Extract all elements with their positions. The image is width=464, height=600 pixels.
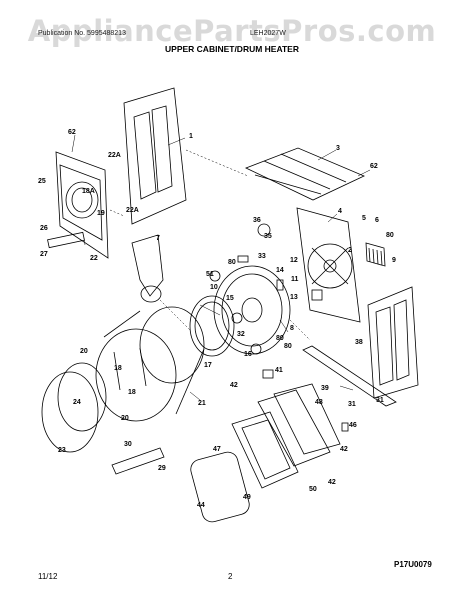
label-31-right: 31 [348, 401, 356, 408]
label-20-top: 20 [80, 348, 88, 355]
part-32 [231, 312, 243, 324]
page-number: 2 [228, 572, 233, 581]
label-80-heater: 80 [228, 259, 236, 266]
part-seal-ring [189, 295, 235, 357]
part-14 [276, 279, 284, 291]
label-19: 19 [97, 210, 105, 217]
part-rear-panel [123, 87, 187, 225]
label-11: 11 [291, 276, 299, 283]
label-80-vent: 80 [386, 232, 394, 239]
part-36 [257, 223, 271, 237]
label-42-lower: 42 [328, 479, 336, 486]
label-22a-top: 22A [108, 152, 121, 159]
part-top-panel [244, 147, 365, 201]
label-47: 47 [213, 446, 221, 453]
part-bulkhead [296, 207, 361, 323]
part-gasket [190, 451, 250, 523]
watermark: AppliancePartsPros.com [27, 14, 437, 48]
label-38: 38 [355, 339, 363, 346]
label-48: 48 [315, 399, 323, 406]
label-42-mid: 42 [340, 446, 348, 453]
part-16 [250, 343, 262, 355]
label-33: 33 [258, 253, 266, 260]
label-18-upper: 18 [114, 365, 122, 372]
label-30: 30 [124, 441, 132, 448]
label-1: 1 [189, 133, 193, 140]
label-29: 29 [158, 465, 166, 472]
label-50: 50 [309, 486, 317, 493]
part-rail [302, 345, 397, 407]
footer-date: 11/12 [38, 572, 58, 581]
label-51: 51 [206, 271, 214, 278]
publication-number: Publication No. 5995488213 [38, 30, 126, 37]
label-12: 12 [290, 257, 298, 264]
part-bracket [47, 231, 85, 249]
label-4: 4 [338, 208, 342, 215]
label-24: 24 [73, 399, 81, 406]
part-46 [341, 422, 349, 432]
label-25: 25 [38, 178, 46, 185]
part-41 [262, 369, 274, 379]
model-number: LEH2027W [250, 30, 286, 37]
part-duct [131, 234, 164, 303]
label-23: 23 [58, 447, 66, 454]
figure-code: P17U0079 [394, 560, 432, 569]
label-6: 6 [375, 217, 379, 224]
label-44: 44 [197, 502, 205, 509]
label-41: 41 [275, 367, 283, 374]
part-drum [95, 306, 205, 422]
label-22a-side: 22A [126, 207, 139, 214]
label-21: 21 [198, 400, 206, 407]
label-62-top: 62 [370, 163, 378, 170]
publication-row: Publication No. 5995488213 LEH2027W [38, 30, 286, 37]
label-3: 3 [336, 145, 340, 152]
label-35: 35 [264, 233, 272, 240]
section-title: UPPER CABINET/DRUM HEATER [165, 44, 299, 54]
label-32: 32 [237, 331, 245, 338]
label-31-left: 31 [376, 397, 384, 404]
label-42-upper: 42 [230, 382, 238, 389]
label-22: 22 [90, 255, 98, 262]
label-17: 17 [204, 362, 212, 369]
part-filter-assembly [231, 383, 341, 489]
label-36: 36 [253, 217, 261, 224]
label-62-front: 62 [68, 129, 76, 136]
label-26: 26 [40, 225, 48, 232]
label-5: 5 [362, 215, 366, 222]
label-18-lower: 18 [128, 389, 136, 396]
label-14: 14 [276, 267, 284, 274]
part-51 [209, 270, 221, 282]
label-18a: 18A [82, 188, 95, 195]
label-15: 15 [226, 295, 234, 302]
label-49: 49 [243, 494, 251, 501]
part-baffle [111, 447, 165, 475]
label-13: 13 [290, 294, 298, 301]
label-20-bottom: 20 [121, 415, 129, 422]
label-27: 27 [40, 251, 48, 258]
part-front-panel [55, 151, 109, 259]
label-10: 10 [210, 284, 218, 291]
label-46: 46 [349, 422, 357, 429]
label-9: 9 [392, 257, 396, 264]
assembly-lines [109, 149, 311, 341]
label-7: 7 [156, 235, 160, 242]
label-2: 2 [348, 247, 352, 254]
part-33 [237, 255, 249, 263]
part-drum-rings [41, 362, 107, 453]
label-80-lower-a: 80 [276, 335, 284, 342]
part-side-panel [367, 286, 419, 399]
leader-lines [71, 134, 371, 401]
part-vent-grille [365, 242, 386, 267]
label-8: 8 [290, 325, 294, 332]
label-16: 16 [244, 351, 252, 358]
label-80-lower-b: 80 [284, 343, 292, 350]
label-39: 39 [321, 385, 329, 392]
